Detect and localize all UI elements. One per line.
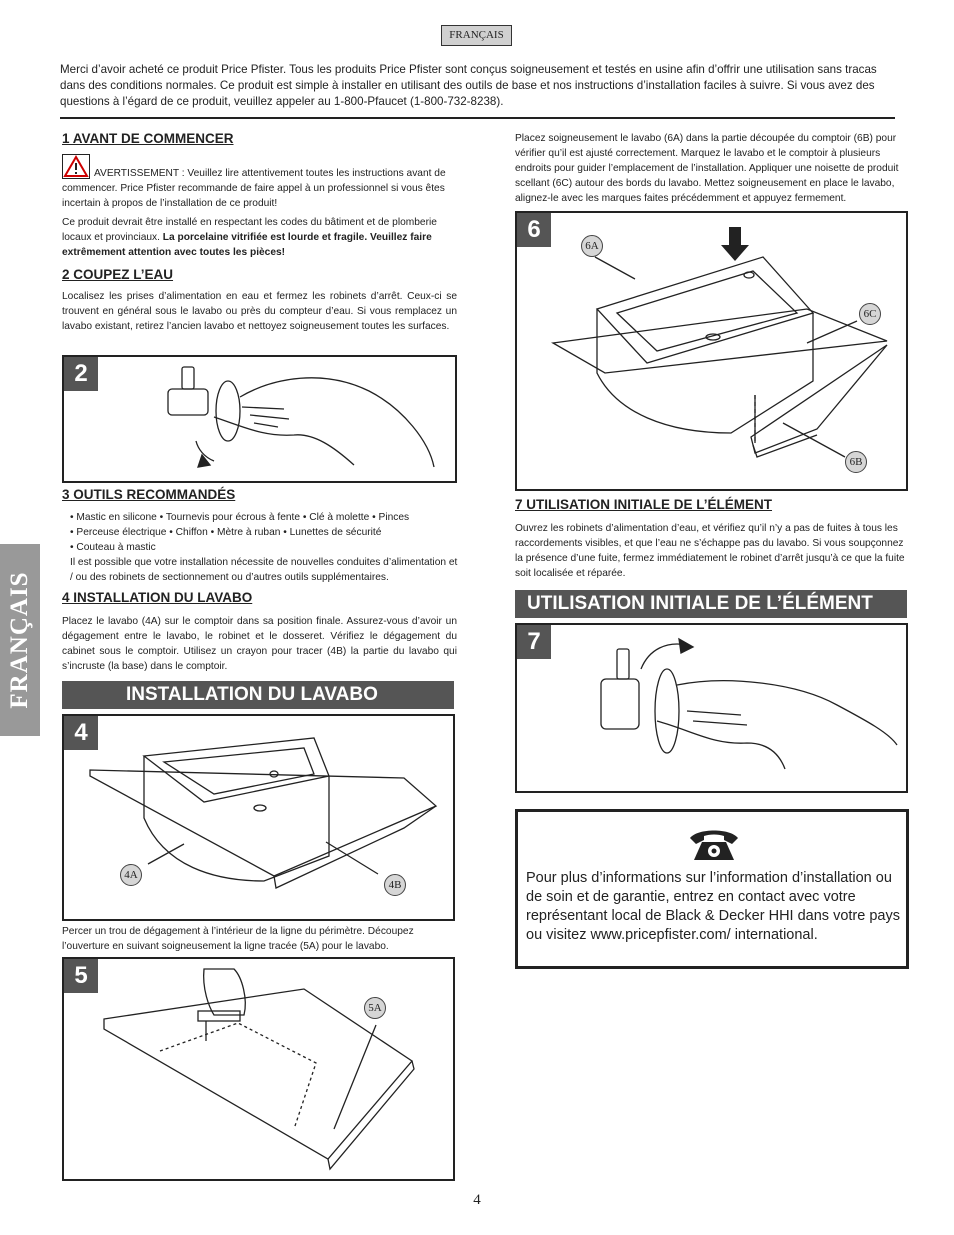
contact-box: Pour plus d’informations sur l’informati…: [515, 809, 909, 969]
warning-triangle-icon: [62, 154, 90, 179]
section-4-heading: 4 INSTALLATION DU LAVABO: [62, 590, 253, 605]
section-2-paragraph: Localisez les prises d’alimentation en e…: [62, 291, 457, 332]
figure-5: 5 5A: [62, 957, 455, 1181]
telephone-icon: [690, 830, 738, 860]
section-1-paragraph: Ce produit devrait être installé en resp…: [62, 217, 437, 258]
section-bar-initial-use: UTILISATION INITIALE DE L’ÉLÉMENT: [515, 590, 907, 618]
figure-2: 2: [62, 355, 457, 483]
figure-4: 4 4A 4B: [62, 714, 455, 921]
section-bar-installation: INSTALLATION DU LAVABO: [62, 681, 454, 709]
section-6-paragraph: Placez soigneusement le lavabo (6A) dans…: [515, 133, 899, 204]
intro-text: Merci d’avoir acheté ce produit Price Pf…: [60, 63, 877, 108]
section-1-heading: 1 AVANT DE COMMENCER: [62, 131, 234, 146]
section-2-heading: 2 COUPEZ L’EAU: [62, 267, 174, 282]
section-7-heading: 7 UTILISATION INITIALE DE L’ÉLÉMENT: [515, 497, 773, 512]
side-language-tab: FRANÇAIS: [0, 544, 40, 736]
figure-6: 6 6A 6C 6B: [515, 211, 908, 491]
tool-item: • Perceuse électrique • Chiffon • Mètre …: [70, 527, 382, 538]
contact-text: Pour plus d’informations sur l’informati…: [526, 870, 900, 943]
section-3-heading: 3 OUTILS RECOMMANDÉS: [62, 487, 236, 502]
section-7-paragraph: Ouvrez les robinets d’alimentation d’eau…: [515, 523, 905, 579]
tools-note: Il est possible que votre installation n…: [70, 557, 458, 583]
warning-text: AVERTISSEMENT : Veuillez lire attentivem…: [62, 168, 446, 209]
tool-item: • Couteau à mastic: [70, 542, 156, 553]
cutout-paragraph: Percer un trou de dégagement à l’intérie…: [62, 926, 414, 952]
page-number: 4: [473, 1192, 481, 1208]
header-rule: [60, 117, 895, 119]
section-4-paragraph: Placez le lavabo (4A) sur le comptoir da…: [62, 616, 457, 672]
tool-item: • Mastic en silicone • Tournevis pour éc…: [70, 512, 410, 523]
language-tag: FRANÇAIS: [441, 25, 512, 46]
figure-7: 7: [515, 623, 908, 793]
